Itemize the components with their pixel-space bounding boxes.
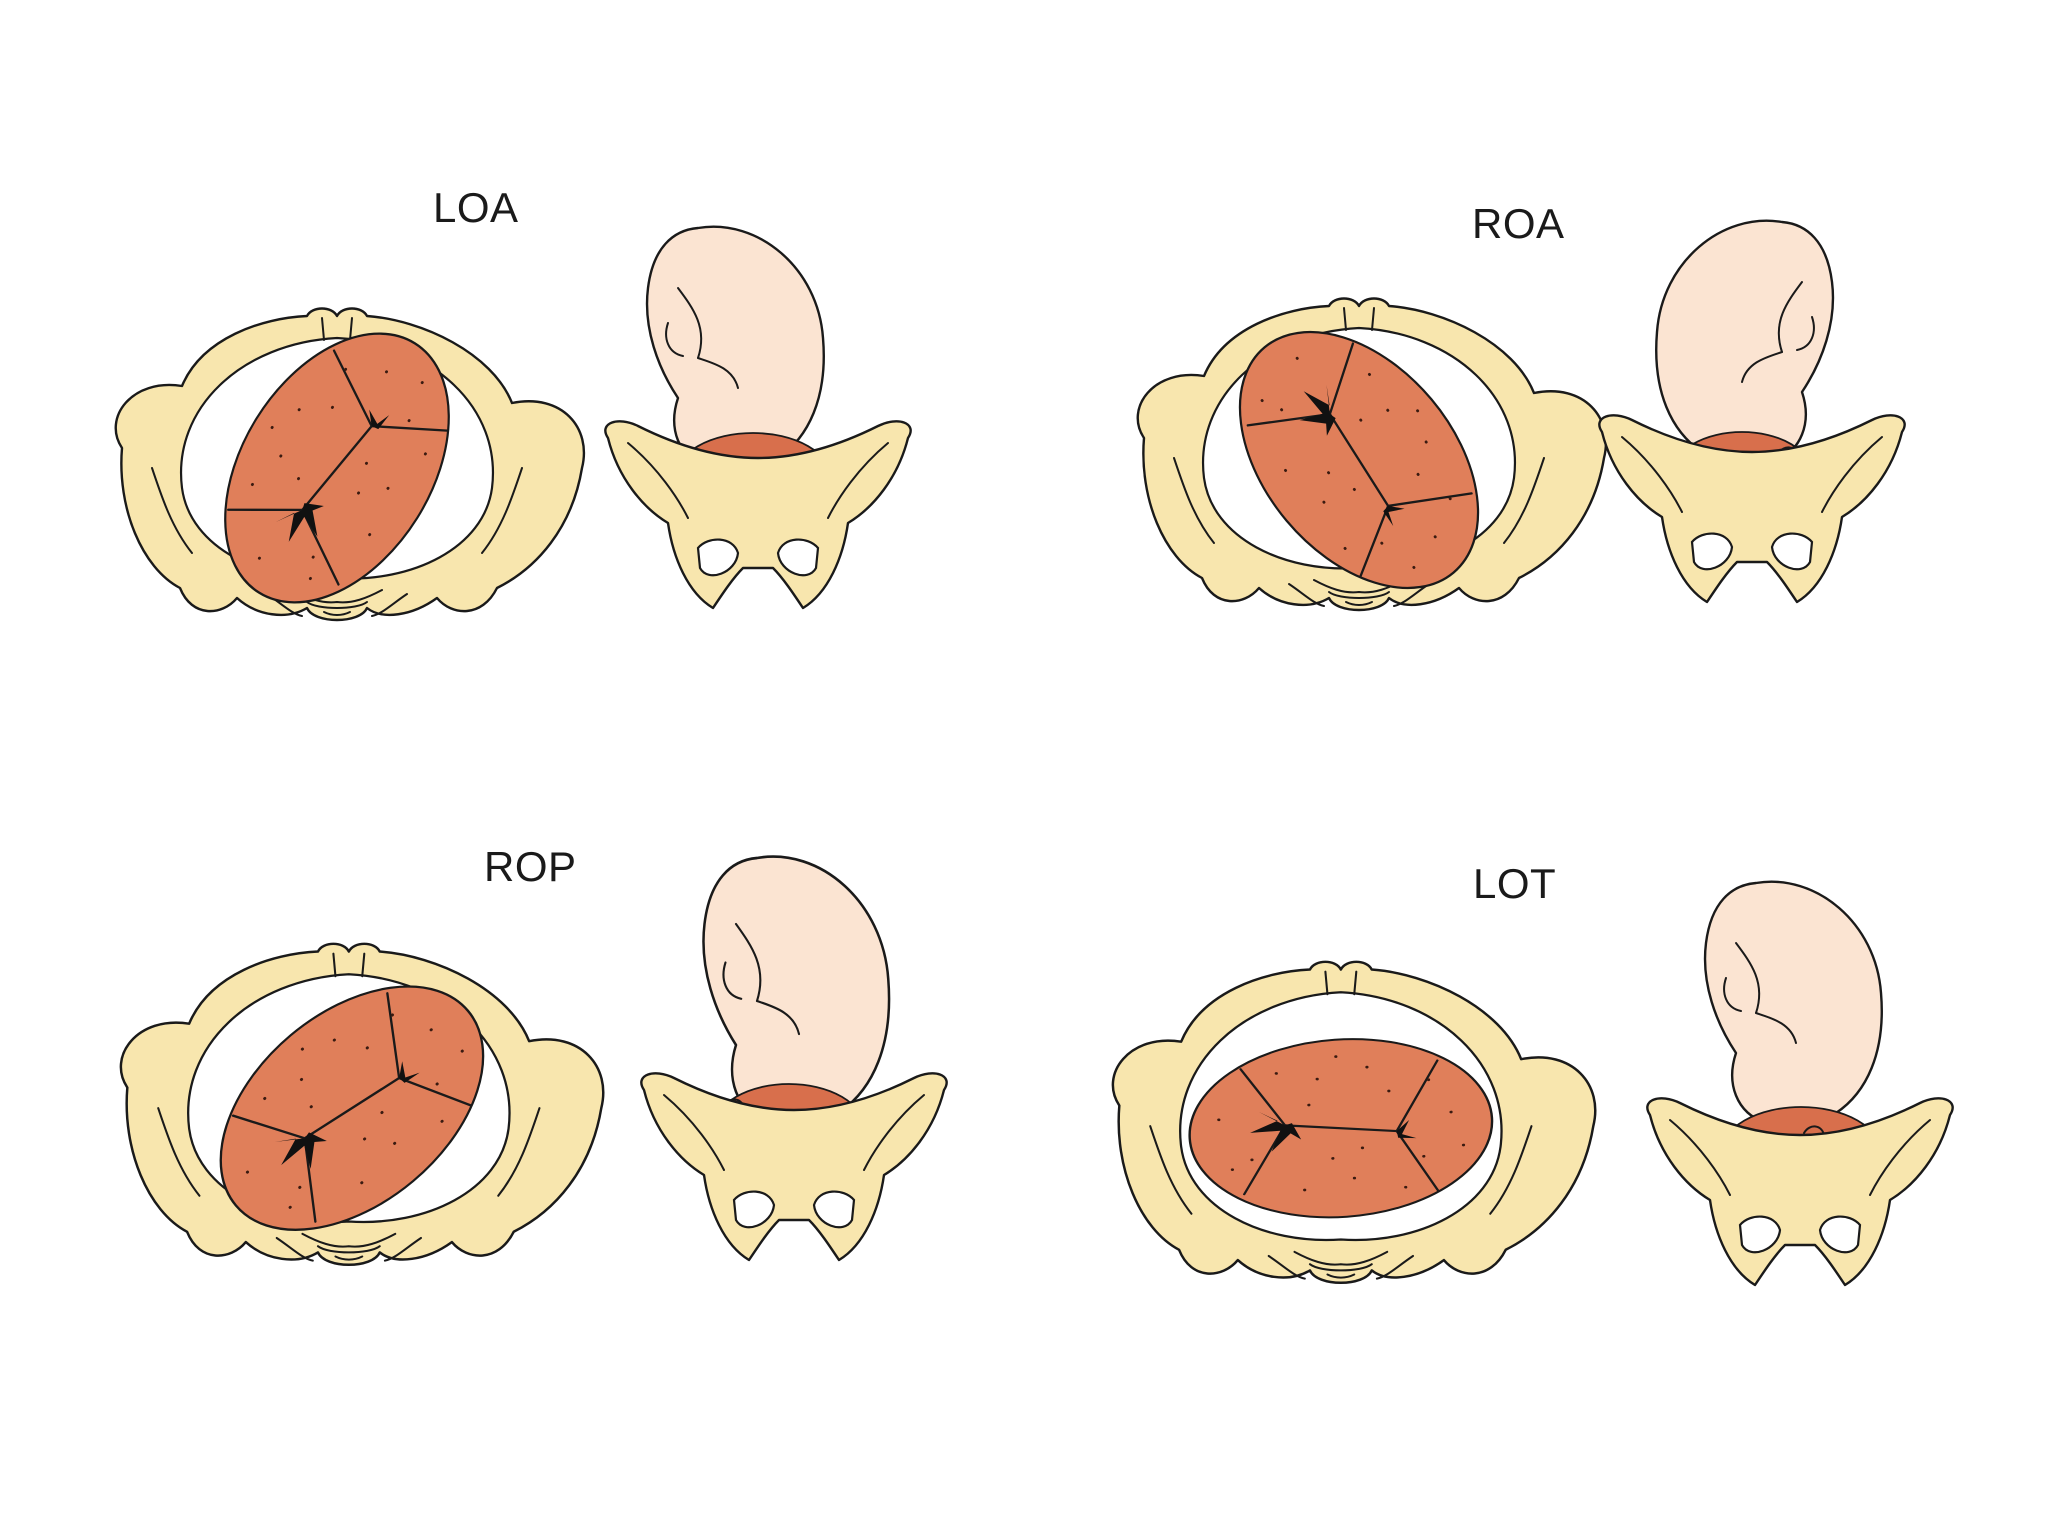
panel-roa: ROA bbox=[1024, 0, 2048, 700]
fetus-pelvis-view bbox=[1646, 880, 1954, 1287]
pelvic-inlet-view bbox=[114, 292, 586, 644]
position-label: LOT bbox=[1473, 860, 1557, 907]
fetus-pelvis-view bbox=[1598, 219, 1906, 604]
pelvic-inlet-view bbox=[119, 936, 605, 1280]
panel-loa: LOA bbox=[0, 0, 1024, 700]
pelvic-inlet-view bbox=[1111, 960, 1597, 1284]
panel-lot: LOT bbox=[1024, 768, 2048, 1468]
position-label: LOA bbox=[433, 184, 519, 231]
pelvic-inlet-view bbox=[1136, 285, 1608, 635]
position-label: ROA bbox=[1472, 200, 1565, 247]
fetus-pelvis-view bbox=[604, 225, 912, 610]
panel-rop: ROP bbox=[0, 768, 1024, 1468]
position-label: ROP bbox=[484, 843, 577, 890]
fetus-pelvis-view bbox=[640, 855, 948, 1262]
